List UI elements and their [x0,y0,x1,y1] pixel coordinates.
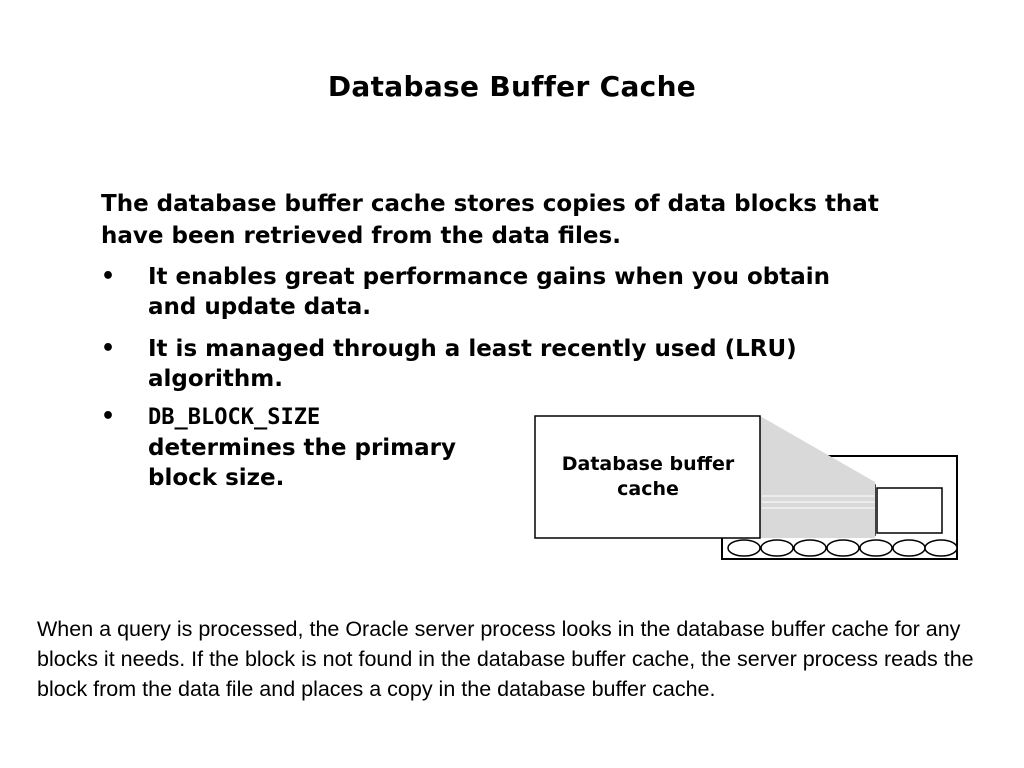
bullet-marker: • [101,336,116,361]
slide-title: Database Buffer Cache [327,70,697,103]
block-ovals-row [727,539,958,557]
bullet-marker: • [101,264,116,289]
bullet-text: It is managed through a least recently u… [148,336,797,392]
speaker-notes: When a query is processed, the Oracle se… [37,617,974,701]
bullet-text: It enables great performance gains when … [148,264,831,320]
bullet-text: determines the primary block size. [148,435,457,491]
buffer-cache-callout-label: Database buffer cache [561,453,735,500]
sga-inner-box-right [876,487,943,534]
intro-paragraph: The database buffer cache stores copies … [101,191,879,249]
buffer-cache-diagram [534,415,958,560]
bullet-marker: • [101,404,116,429]
buffer-cache-callout-box [534,415,761,539]
db-block-size-code: DB_BLOCK_SIZE [148,405,321,430]
zoom-projection [760,416,875,538]
bullet-body: DB_BLOCK_SIZE determines the primary blo… [148,402,468,493]
